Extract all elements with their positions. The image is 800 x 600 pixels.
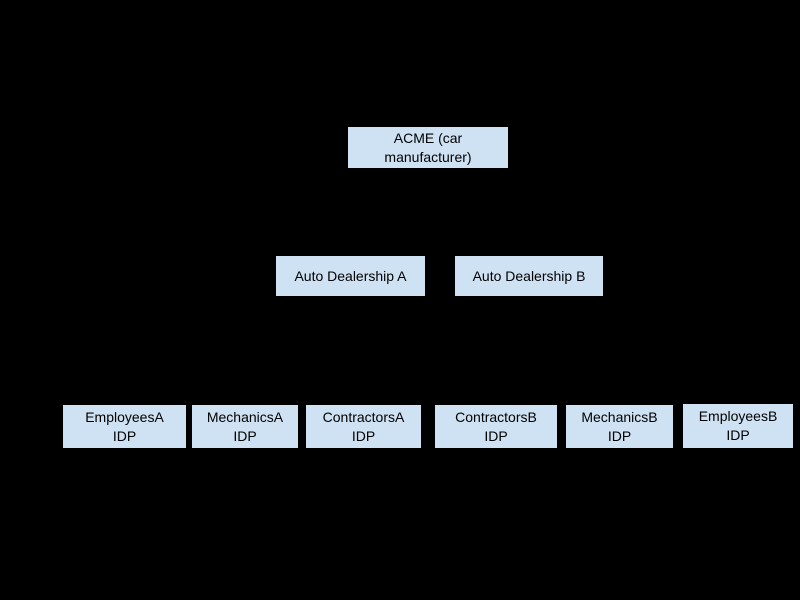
- node-employees-b-label-line1: EmployeesB: [698, 408, 778, 424]
- node-mechanics-a-label-line2: IDP: [233, 427, 257, 444]
- node-auto-dealership-a-label: Auto Dealership A: [294, 267, 407, 284]
- node-contractors-a-label-line1: ContractorsA: [322, 408, 405, 425]
- node-employees-a-label-line1: EmployeesA: [85, 408, 164, 425]
- node-mechanics-a-label-line1: MechanicsA: [206, 408, 284, 425]
- node-mechanics-b-label-line1: MechanicsB: [581, 408, 658, 425]
- node-acme-label-line2: manufacturer): [384, 148, 472, 165]
- node-contractors-b-label-line1: ContractorsB: [455, 408, 537, 425]
- node-contractors-a-idp: ContractorsA IDP: [306, 405, 421, 448]
- node-employees-a-label-line2: IDP: [112, 427, 137, 444]
- node-contractors-b-label-line2: IDP: [484, 427, 508, 444]
- node-acme-label-line1: ACME (car: [393, 129, 463, 146]
- node-contractors-a-label-line2: IDP: [351, 427, 376, 444]
- node-employees-b-label-line2: IDP: [726, 427, 750, 443]
- node-acme-car-manufacturer: ACME (car manufacturer): [348, 127, 508, 168]
- node-mechanics-a-idp: MechanicsA IDP: [192, 405, 298, 448]
- node-mechanics-b-label-line2: IDP: [607, 427, 632, 444]
- node-employees-a-idp: EmployeesA IDP: [63, 405, 186, 448]
- node-auto-dealership-b: Auto Dealership B: [455, 256, 603, 296]
- node-auto-dealership-a: Auto Dealership A: [276, 256, 425, 296]
- node-auto-dealership-b-label: Auto Dealership B: [472, 267, 586, 284]
- node-mechanics-b-idp: MechanicsB IDP: [566, 405, 673, 448]
- node-contractors-b-idp: ContractorsB IDP: [435, 405, 557, 448]
- node-employees-b-idp: EmployeesB IDP: [683, 404, 793, 448]
